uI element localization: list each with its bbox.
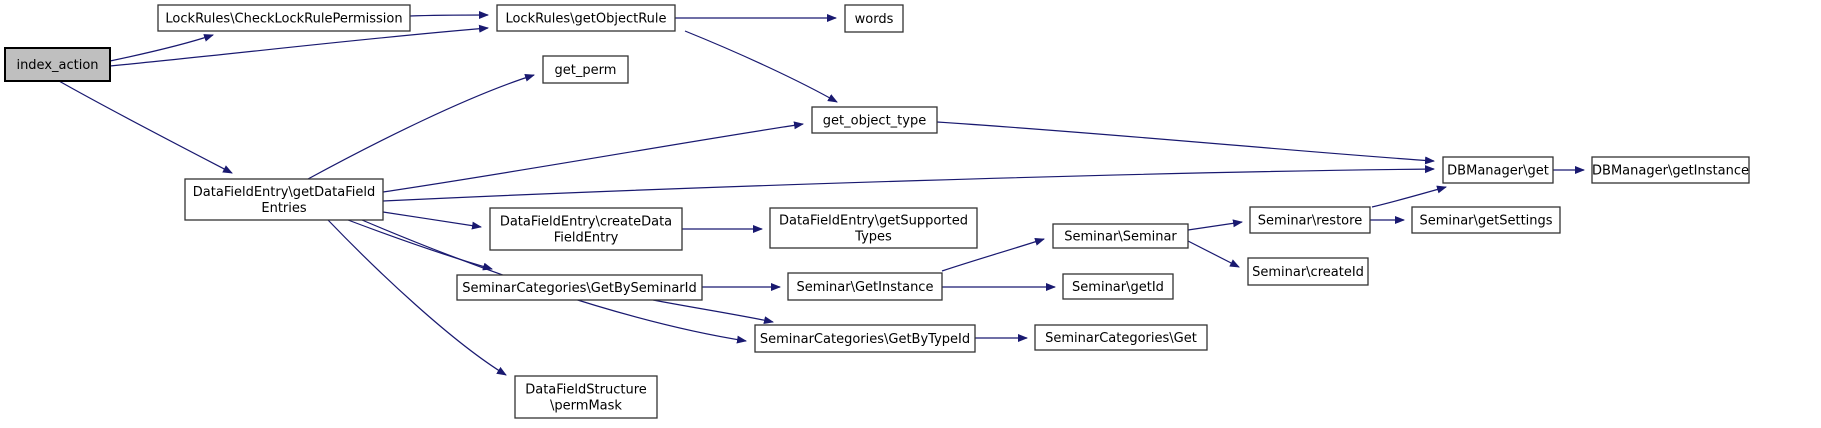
- node-box-get_data_field_entries[interactable]: [184, 178, 384, 221]
- node-label-words: words: [855, 12, 894, 27]
- node-index_action[interactable]: index_action: [4, 47, 111, 82]
- edge-get_by_seminar_id-to-get_by_type_id: [652, 299, 774, 325]
- node-label-dbmanager_get: DBManager\get: [1447, 164, 1549, 179]
- node-label-check_lock_rule_perm: LockRules\CheckLockRulePermission: [165, 12, 402, 27]
- node-dbmanager_get[interactable]: DBManager\get: [1442, 156, 1554, 184]
- edge-seminar_get_instance-to-seminar_seminar: [941, 237, 1045, 272]
- edge-get_data_field_entries-to-dbmanager_get: [382, 165, 1435, 202]
- node-box-get_object_type[interactable]: [811, 106, 938, 134]
- node-box-perm_mask[interactable]: [514, 375, 658, 419]
- node-box-get_by_seminar_id[interactable]: [456, 274, 703, 301]
- edge-get_data_field_entries-to-get_perm: [307, 73, 535, 180]
- edge-get_object_type-to-dbmanager_get: [936, 121, 1435, 165]
- node-label-seminar_seminar: Seminar\Seminar: [1064, 230, 1177, 245]
- edge-index_action-to-check_lock_rule_perm: [109, 34, 214, 62]
- node-label-perm_mask-line2: \permMask: [550, 399, 622, 414]
- node-box-seminar_seminar[interactable]: [1052, 223, 1189, 249]
- node-label-seminar_categories_get: SeminarCategories\Get: [1045, 331, 1197, 346]
- edge-check_lock_rule_perm-to-get_object_rule: [409, 11, 489, 20]
- node-box-get_by_type_id[interactable]: [754, 324, 976, 353]
- node-seminar_restore[interactable]: Seminar\restore: [1249, 206, 1371, 234]
- node-label-create_data_field_entry-line1: DataFieldEntry\createData: [500, 215, 672, 230]
- node-box-seminar_create_id[interactable]: [1247, 257, 1369, 286]
- node-seminar_get_id[interactable]: Seminar\getId: [1062, 273, 1174, 300]
- node-dbmanager_get_instance[interactable]: DBManager\getInstance: [1591, 156, 1750, 184]
- node-box-seminar_restore[interactable]: [1249, 206, 1371, 234]
- node-get_perm[interactable]: get_perm: [542, 55, 629, 84]
- node-box-dbmanager_get_instance[interactable]: [1591, 156, 1750, 184]
- node-seminar_seminar[interactable]: Seminar\Seminar: [1052, 223, 1189, 249]
- node-label-seminar_get_id: Seminar\getId: [1072, 280, 1164, 295]
- node-get_by_seminar_id[interactable]: SeminarCategories\GetBySeminarId: [456, 274, 703, 301]
- edge-get_data_field_entries-to-create_data_field_entry: [382, 211, 482, 230]
- node-box-seminar_get_instance[interactable]: [787, 272, 943, 301]
- node-label-get_by_type_id: SeminarCategories\GetByTypeId: [760, 332, 970, 347]
- node-seminar_create_id[interactable]: Seminar\createId: [1247, 257, 1369, 286]
- edge-seminar_seminar-to-seminar_create_id: [1187, 240, 1240, 268]
- node-label-seminar_restore: Seminar\restore: [1258, 214, 1362, 229]
- node-seminar_get_settings[interactable]: Seminar\getSettings: [1411, 206, 1561, 234]
- node-label-create_data_field_entry-line2: FieldEntry: [554, 231, 619, 246]
- edge-seminar_seminar-to-seminar_restore: [1187, 219, 1243, 231]
- node-label-index_action: index_action: [16, 58, 98, 73]
- node-box-check_lock_rule_perm[interactable]: [157, 4, 411, 32]
- edge-get_object_rule-to-get_object_type: [684, 30, 838, 103]
- node-label-get_object_rule: LockRules\getObjectRule: [505, 12, 666, 27]
- node-label-get_data_field_entries-line2: Entries: [261, 201, 307, 216]
- node-words[interactable]: words: [844, 4, 904, 33]
- node-label-get_supported_types-line2: Types: [854, 230, 892, 245]
- node-seminar_get_instance[interactable]: Seminar\GetInstance: [787, 272, 943, 301]
- edge-index_action-to-get_object_rule: [109, 24, 489, 67]
- node-label-get_object_type: get_object_type: [823, 114, 926, 129]
- node-label-seminar_get_settings: Seminar\getSettings: [1419, 214, 1552, 229]
- node-get_by_type_id[interactable]: SeminarCategories\GetByTypeId: [754, 324, 976, 353]
- node-box-create_data_field_entry[interactable]: [489, 207, 683, 251]
- node-box-index_action[interactable]: [4, 47, 111, 82]
- node-perm_mask[interactable]: DataFieldStructure\permMask: [514, 375, 658, 419]
- node-label-get_data_field_entries-line1: DataFieldEntry\getDataField: [193, 185, 375, 200]
- edge-get_data_field_entries-to-get_object_type: [382, 121, 804, 193]
- node-label-get_by_seminar_id: SeminarCategories\GetBySeminarId: [462, 281, 696, 296]
- node-get_object_type[interactable]: get_object_type: [811, 106, 938, 134]
- node-box-seminar_get_id[interactable]: [1062, 273, 1174, 300]
- node-label-seminar_create_id: Seminar\createId: [1252, 265, 1364, 280]
- edge-get_data_field_entries-to-perm_mask: [327, 219, 507, 376]
- edge-seminar_restore-to-dbmanager_get: [1371, 185, 1447, 208]
- node-label-get_perm: get_perm: [555, 63, 617, 78]
- node-label-seminar_get_instance: Seminar\GetInstance: [797, 280, 934, 295]
- node-box-get_supported_types[interactable]: [769, 207, 978, 249]
- node-label-dbmanager_get_instance: DBManager\getInstance: [1592, 164, 1749, 179]
- node-seminar_categories_get[interactable]: SeminarCategories\Get: [1034, 324, 1208, 351]
- node-label-get_supported_types-line1: DataFieldEntry\getSupported: [779, 214, 968, 229]
- node-label-perm_mask-line1: DataFieldStructure: [525, 383, 647, 398]
- node-check_lock_rule_perm[interactable]: LockRules\CheckLockRulePermission: [157, 4, 411, 32]
- node-box-get_perm[interactable]: [542, 55, 629, 84]
- node-box-get_object_rule[interactable]: [496, 4, 676, 32]
- node-box-words[interactable]: [844, 4, 904, 33]
- node-box-seminar_get_settings[interactable]: [1411, 206, 1561, 234]
- node-box-dbmanager_get[interactable]: [1442, 156, 1554, 184]
- node-get_object_rule[interactable]: LockRules\getObjectRule: [496, 4, 676, 32]
- edge-index_action-to-get_data_field_entries: [58, 80, 233, 174]
- edge-get_data_field_entries-to-get_by_seminar_id: [347, 219, 493, 271]
- node-box-seminar_categories_get[interactable]: [1034, 324, 1208, 351]
